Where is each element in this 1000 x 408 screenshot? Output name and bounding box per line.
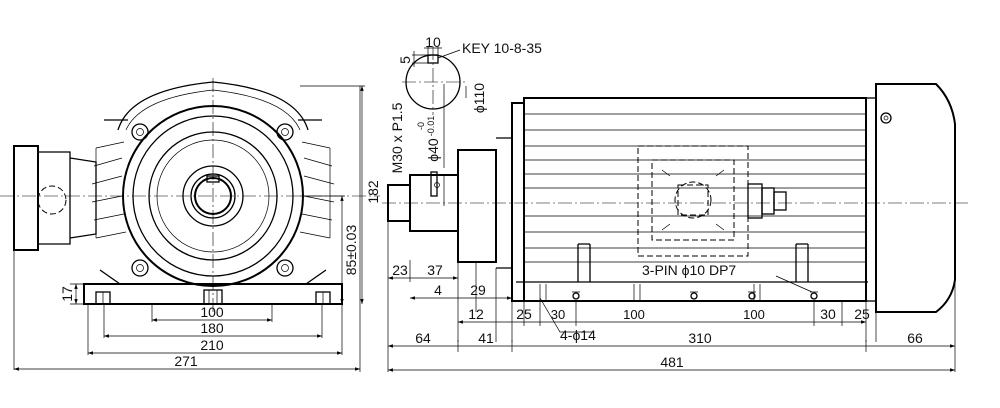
dim-180: 180 [200,320,224,336]
dim-30-right: 30 [820,306,836,322]
dim-4: 4 [434,282,442,298]
flange [457,102,525,302]
dim-37: 37 [427,262,443,278]
dim-25-right: 25 [854,306,870,322]
side-view: 10 5 KEY 10-8-35 [382,34,968,372]
dim-271: 271 [174,353,198,369]
dim-12: 12 [468,306,484,322]
holes-label: 4-ϕ14 [560,327,596,343]
key-label: KEY 10-8-35 [462,40,542,56]
fan-cover [866,83,956,313]
corner-bolts [131,123,294,277]
dim-64: 64 [415,330,431,346]
shaft-dia-label: ϕ40 [425,138,441,162]
dim-182: 182 [365,180,381,204]
shaft-diameter: ϕ40 -0 -0.01 [416,116,441,162]
terminal-box [13,145,97,251]
shaft-tol-upper: -0 [416,122,426,130]
pin-label: 3-PIN ϕ10 DP7 [642,262,736,278]
dim-210: 210 [200,337,224,353]
thread-label: M30 x P1.5 [389,102,405,173]
dim-100: 100 [200,304,224,320]
dim-100-right: 100 [743,307,765,322]
flange-diameter: ϕ110 [471,83,487,113]
dim-100-left: 100 [623,307,645,322]
dim-23: 23 [392,262,408,278]
dim-25-left: 25 [516,306,532,322]
key-depth: 5 [397,56,413,64]
junction-box [637,145,787,257]
dim-30-left: 30 [551,307,565,322]
front-view: 100 180 210 271 85±0.03 182 17 [0,78,381,372]
key-width: 10 [425,34,441,50]
dim-41: 41 [478,330,494,346]
right-fins [299,141,335,239]
dim-481: 481 [660,354,684,370]
key-detail: 10 5 KEY 10-8-35 [397,34,542,115]
dim-17: 17 [59,286,75,302]
shaft [387,171,459,232]
dim-66: 66 [907,330,923,346]
dim-29: 29 [470,282,486,298]
shaft-tol-lower: -0.01 [426,116,436,137]
dim-310: 310 [688,330,712,346]
dim-85: 85±0.03 [343,225,359,276]
